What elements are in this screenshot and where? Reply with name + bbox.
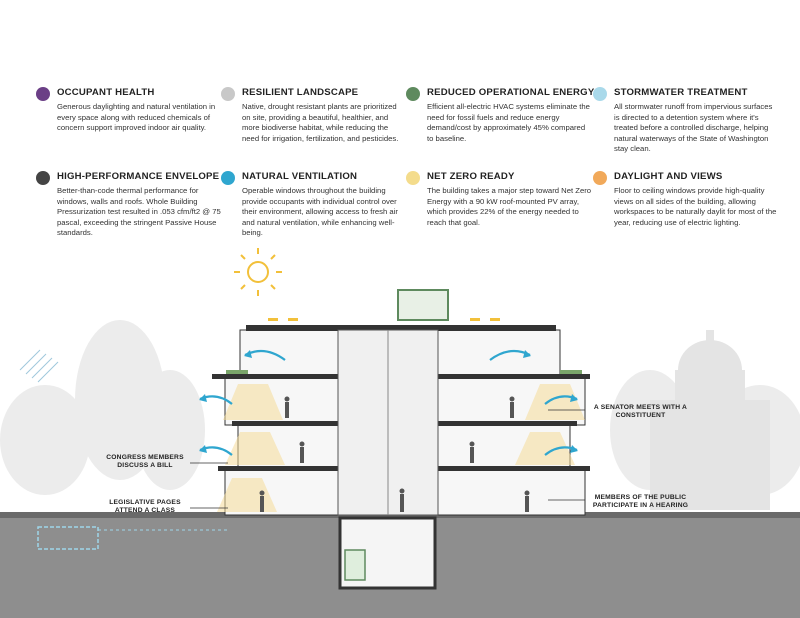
legend-title: NET ZERO READY: [427, 171, 515, 182]
capitol-dome: [650, 330, 770, 510]
rooftop-pv-array: [268, 318, 500, 321]
green-roof-left: [226, 370, 248, 374]
legend-description: The building takes a major step toward N…: [427, 186, 592, 227]
rooftop-unit: [397, 289, 449, 321]
legend-description: Floor to ceiling windows provide high-qu…: [614, 186, 777, 227]
daylight-and-views-dot: [593, 171, 607, 185]
callout-leaders: [190, 409, 585, 509]
net-zero-ready-dot: [406, 171, 420, 185]
legend-description: Operable windows throughout the building…: [242, 186, 398, 238]
solar-panel-field: [19, 349, 59, 383]
natural-ventilation-dot: [221, 171, 235, 185]
legend-title: REDUCED OPERATIONAL ENERGY: [427, 87, 595, 98]
callout-pages: LEGISLATIVE PAGES ATTEND A CLASS: [109, 499, 181, 515]
people-silhouettes: [259, 396, 530, 512]
sun-icon: [234, 248, 282, 296]
legend-title: STORMWATER TREATMENT: [614, 87, 748, 98]
callout-congress: CONGRESS MEMBERS DISCUSS A BILL: [106, 454, 184, 470]
high-performance-envelope-dot: [36, 171, 50, 185]
callout-senator: A SENATOR MEETS WITH A CONSTITUENT: [593, 404, 688, 420]
legend-title: DAYLIGHT AND VIEWS: [614, 171, 723, 182]
resilient-landscape-dot: [221, 87, 235, 101]
legend-title: RESILIENT LANDSCAPE: [242, 87, 359, 98]
callout-public: MEMBERS OF THE PUBLIC PARTICIPATE IN A H…: [592, 494, 689, 510]
legend-description: All stormwater runoff from impervious su…: [614, 102, 773, 154]
occupant-health-dot: [36, 87, 50, 101]
legend-title: NATURAL VENTILATION: [242, 171, 358, 182]
legend-title: OCCUPANT HEALTH: [57, 87, 155, 98]
ventilation-arrowheads: [199, 350, 578, 453]
stormwater-detention: [37, 526, 99, 550]
legend-description: Native, drought resistant plants are pri…: [242, 102, 399, 143]
mechanical-unit: [344, 549, 366, 581]
daylight-cones: [217, 384, 585, 512]
legend-description: Efficient all-electric HVAC systems elim…: [427, 102, 590, 143]
legend-description: Generous daylighting and natural ventila…: [57, 102, 216, 133]
legend-title: HIGH-PERFORMANCE ENVELOPE: [57, 171, 220, 182]
legend-description: Better-than-code thermal performance for…: [57, 186, 221, 238]
stormwater-treatment-dot: [593, 87, 607, 101]
green-roof-right: [560, 370, 582, 374]
reduced-operational-energy-dot: [406, 87, 420, 101]
